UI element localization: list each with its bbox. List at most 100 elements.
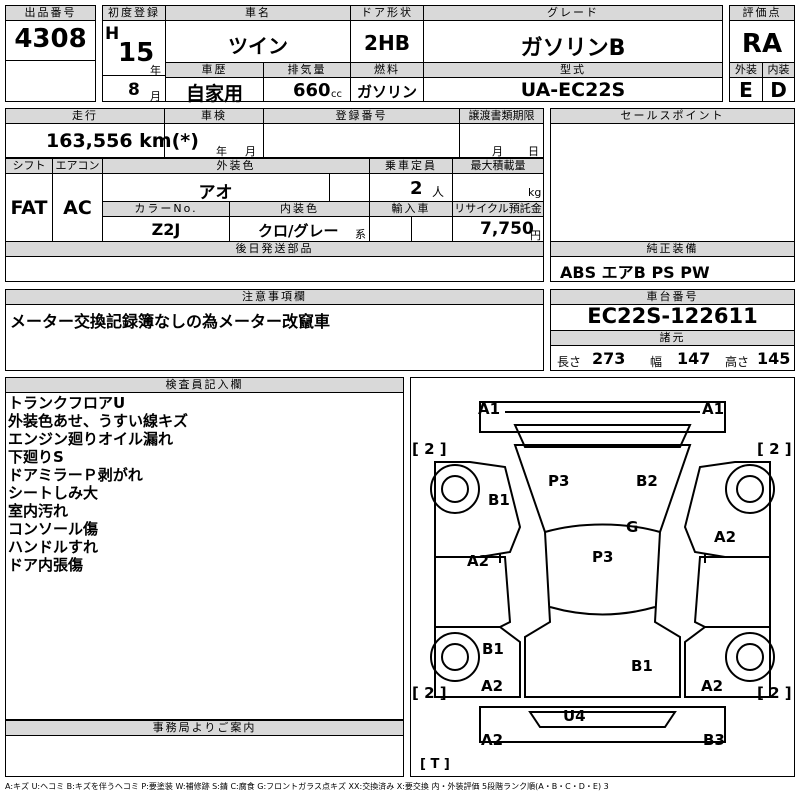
exterior-color: アオ [198,183,233,203]
fuel-header: 燃料 [350,62,424,78]
damage-p3-center: P3 [592,548,614,566]
rear-window-line [549,606,656,616]
model-code-cell [423,77,723,102]
aircon: AC [63,197,92,219]
damage-p3-roof: P3 [548,472,570,490]
interior-color-header: 内装色 [229,201,370,217]
caution-text: メーター交換記録簿なしの為メーター改竄車 [10,312,331,331]
import-divider [411,216,412,242]
height: 145 [757,349,791,368]
dimensions-cell [550,345,795,371]
front-bumper [479,401,726,433]
inspector-note: 下廻りS [8,448,64,466]
interior-color-unit: 系 [355,228,366,241]
front-hood [513,424,692,448]
genuine-equipment-header: 純正装備 [550,241,795,257]
door-shape: 2HB [364,31,410,55]
left-front-fender [434,461,522,558]
score: RA [741,29,783,59]
grade: ガソリンB [520,36,626,61]
interior-grade-cell [762,77,795,102]
registration-year: 15 [118,38,155,68]
exterior-color-divider [329,173,330,202]
car-body-top [513,444,692,698]
history-header: 車歴 [165,62,264,78]
later-parts-header: 後日発送部品 [5,241,544,257]
tire-front-right-score: [ 2 ] [757,440,792,458]
door-header: ドア形状 [350,5,424,21]
capacity: 2 [410,178,423,199]
capacity-header: 乗車定員 [369,158,453,174]
damage-b2: B2 [636,472,658,490]
inspector-note: ドアミラーＰ剥がれ [8,466,143,484]
height-label: 高さ [725,355,750,369]
inspector-note: コンソール傷 [8,520,99,538]
front-left-hub [441,475,469,503]
rear-hatch [528,711,677,728]
length: 273 [592,349,626,368]
length-label: 長さ [557,355,582,369]
office-notice-cell [5,735,404,777]
grade-header: グレード [423,5,723,21]
width: 147 [677,349,711,368]
legend: A:キズ U:ヘコミ B:キズを伴うヘコミ P:要塗装 W:補修跡 S:錆 C:… [5,782,609,791]
import-header: 輸入車 [369,201,453,217]
exterior-grade: E [739,78,753,102]
inspector-note: トランクフロアU [8,394,126,412]
inspection-header: 車検 [164,108,264,124]
damage-b1-left-front: B1 [488,491,510,509]
recycle-fee: 7,750 [480,219,534,239]
month-unit: 月 [150,90,161,103]
mileage-header: 走行 [5,108,165,124]
genuine-equipment-cell [550,256,795,282]
damage-b1-left-rear: B1 [482,640,504,658]
exterior-grade-header: 外装 [729,62,763,78]
lot-number-header: 出品番号 [5,5,96,21]
inspector-note: ドア内張傷 [8,556,84,574]
lot-number-blank [5,60,96,102]
inspection-month-unit: 月 [245,145,256,158]
inspector-note: シートしみ大 [8,484,99,502]
right-door [693,556,771,628]
rear-left-wheel [430,632,480,682]
left-door [434,556,512,628]
rear-bumper [479,706,726,743]
registration-month: 8 [128,80,140,100]
inspector-notes-header: 検査員記入欄 [5,377,404,393]
model-code: UA-EC22S [520,79,626,101]
rear-right-wheel [725,632,775,682]
mileage: 163,556 km(*) [46,130,199,152]
inspection-year-unit: 年 [216,145,227,158]
registration-number-header: 登録番号 [263,108,460,124]
chassis-number: EC22S-122611 [587,304,758,328]
inspector-note: ハンドルすれ [8,538,99,556]
right-rear-fender [684,626,771,698]
damage-a1-front-left: A1 [478,400,501,418]
max-load-unit: kg [528,186,542,199]
max-load-header: 最大積載量 [452,158,544,174]
damage-b1-rear-center: B1 [631,657,653,675]
rear-left-hub [441,643,469,671]
vehicle-history: 自家用 [185,83,243,105]
displacement-unit: cc [331,89,342,100]
transfer-deadline-header: 譲渡書類期限 [459,108,544,124]
inspector-note: 室内汚れ [8,502,69,520]
tire-front-left-score: [ 2 ] [412,440,447,458]
first-registration-header: 初度登録 [102,5,166,21]
deadline-month-unit: 月 [492,145,503,158]
damage-a2-right-rear: A2 [701,677,724,695]
transfer-deadline-cell [459,123,544,158]
front-left-wheel [430,464,480,514]
later-parts-cell [5,256,544,282]
interior-grade: D [770,78,787,102]
car-name-header: 車名 [165,5,351,21]
sales-points-cell [550,123,795,242]
recycle-unit: 円 [530,229,541,242]
chassis-header: 車台番号 [550,289,795,305]
exterior-color-header: 外装色 [102,158,370,174]
damage-a1-front-right: A1 [702,400,725,418]
interior-color: クロ/グレー [258,222,339,240]
mirror-marks [499,553,706,563]
tire-rear-left-score: [ 2 ] [412,684,447,702]
shift: FAT [10,197,48,219]
